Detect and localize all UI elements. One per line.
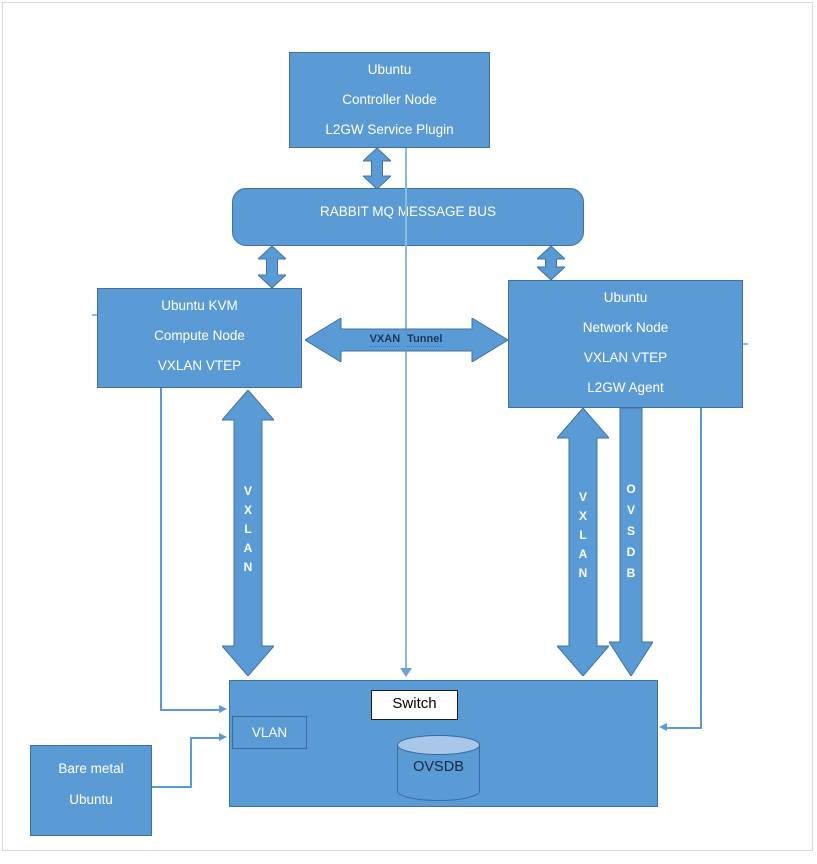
connector-baremetal-switch (190, 737, 219, 739)
ovsdb-arrow-letter: S (626, 524, 635, 538)
connector-stub (92, 314, 97, 316)
connector-network-switch (700, 408, 702, 728)
connector-controller-switch-arrowhead-icon (400, 668, 412, 677)
compute-node-box: Ubuntu KVM Compute Node VXLAN VTEP (97, 288, 302, 388)
vlan-label: VLAN (251, 725, 288, 740)
arrow-controller-bus (363, 148, 391, 189)
vxlan-tunnel-word: VXAN (369, 333, 401, 347)
connector-stub (743, 343, 748, 345)
compute-node-line: Compute Node (154, 328, 245, 343)
compute-node-line: VXLAN VTEP (157, 358, 242, 373)
vxlan-right-letter: X (578, 509, 587, 523)
switch-label: Switch (392, 695, 437, 712)
network-node-line: Network Node (582, 320, 669, 335)
vxlan-left-letters: V X L A N (222, 482, 274, 577)
arrow-bus-network (537, 246, 565, 280)
vxlan-arrow-left (222, 390, 274, 676)
vlan-box: VLAN (232, 716, 307, 749)
page-frame-border (2, 2, 813, 851)
vxlan-tunnel-arrow (305, 318, 508, 362)
vxlan-tunnel-word: Tunnel (407, 333, 443, 347)
connector-baremetal-switch (152, 786, 192, 788)
vxlan-left-letter: V (243, 484, 252, 498)
switch-label-box: Switch (371, 690, 458, 720)
vxlan-left-letter: L (244, 522, 252, 536)
ovsdb-cylinder (397, 735, 480, 801)
controller-node-line: Controller Node (342, 92, 437, 107)
vxlan-right-letter: L (579, 528, 587, 542)
vxlan-right-letter: V (578, 490, 587, 504)
controller-node-line: L2GW Service Plugin (325, 122, 454, 137)
connector-baremetal-switch-arrowhead-icon (219, 733, 227, 741)
vxlan-right-letter: N (578, 566, 588, 580)
bare-metal-box: Bare metal Ubuntu (30, 745, 152, 836)
message-bus-label: RABBIT MQ MESSAGE BUS (319, 204, 497, 219)
ovsdb-arrow-letter: D (626, 545, 636, 559)
arrow-bus-compute (258, 246, 286, 288)
network-node-line: Ubuntu (603, 290, 648, 305)
controller-node-box: Ubuntu Controller Node L2GW Service Plug… (289, 52, 490, 148)
vxlan-tunnel-label: VXAN Tunnel (305, 329, 507, 351)
vxlan-right-letters: V X L A N (557, 488, 609, 583)
ovsdb-arrow-letter: V (626, 503, 635, 517)
connector-compute-switch-arrowhead-icon (219, 705, 227, 713)
bare-metal-line: Bare metal (58, 761, 124, 776)
controller-node-line: Ubuntu (367, 62, 412, 77)
connector-controller-switch (405, 148, 407, 670)
connector-baremetal-switch (190, 737, 192, 788)
vxlan-left-letter: N (243, 560, 253, 574)
ovsdb-arrow (609, 408, 653, 676)
bare-metal-line: Ubuntu (69, 792, 113, 807)
ovsdb-arrow-letter: B (626, 566, 636, 580)
network-node-box: Ubuntu Network Node VXLAN VTEP L2GW Agen… (508, 280, 743, 408)
vxlan-right-letter: A (578, 547, 588, 561)
network-node-line: L2GW Agent (587, 380, 664, 395)
vxlan-left-letter: A (243, 541, 253, 555)
vxlan-left-letter: X (243, 503, 252, 517)
vxlan-arrow-right (557, 408, 609, 676)
ovsdb-cylinder-label: OVSDB (413, 759, 464, 775)
connector-compute-switch (160, 709, 219, 711)
connector-network-switch-arrowhead-icon (659, 723, 667, 731)
connector-network-switch (667, 727, 702, 729)
ovsdb-arrow-letter: O (626, 482, 636, 496)
connector-compute-switch (160, 388, 162, 710)
compute-node-line: Ubuntu KVM (161, 298, 238, 313)
message-bus-box: RABBIT MQ MESSAGE BUS (232, 188, 584, 246)
network-node-line: VXLAN VTEP (583, 350, 668, 365)
ovsdb-arrow-letters: O V S D B (609, 479, 653, 584)
